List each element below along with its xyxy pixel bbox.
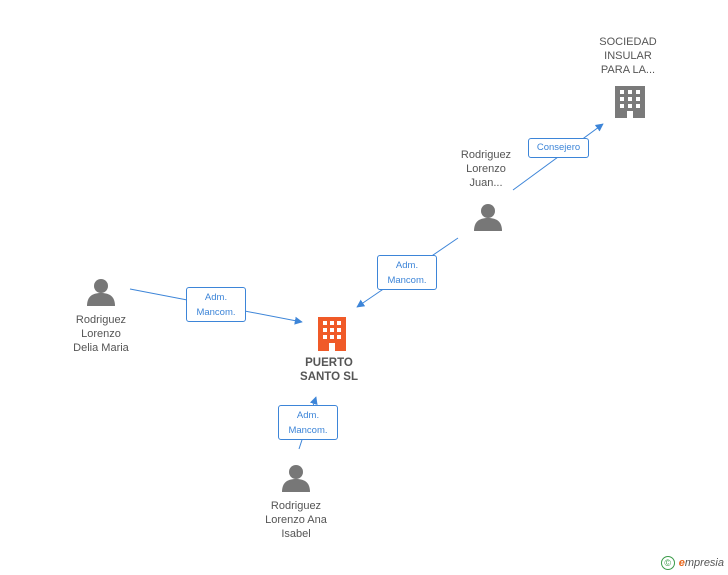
edge-label-consejero[interactable]: Consejero [528,138,589,158]
person-label-delia[interactable]: Rodriguez Lorenzo Delia Maria [59,313,143,355]
edge-label-text: Mancom. [196,307,236,318]
company-label-sociedad[interactable]: SOCIEDAD INSULAR PARA LA... [588,35,668,77]
person-name-line: Isabel [281,528,311,540]
person-name-line: Juan... [469,177,503,189]
edge-label-juan-adm[interactable]: Adm. Mancom. [377,255,437,290]
edge-label-text: Adm. [296,410,320,421]
edge-label-text: Consejero [536,142,581,153]
main-building-icon[interactable] [318,317,346,351]
person-name-line: Rodriguez [270,500,322,512]
person-name-line: Lorenzo [466,163,506,175]
edge-label-ana-adm[interactable]: Adm. Mancom. [278,405,338,440]
company-name-line: PARA LA... [600,64,656,76]
edge-label-text: Mancom. [288,425,328,436]
footer-brand: © empresia [660,555,724,571]
brand-logo-e: e [678,557,685,569]
building-icon[interactable] [615,86,645,118]
person-name-line: Delia Maria [73,342,129,354]
person-name-line: Rodriguez [460,149,512,161]
person-label-ana[interactable]: Rodriguez Lorenzo Ana Isabel [254,499,338,541]
company-label-main[interactable]: PUERTO SANTO SL [289,356,369,384]
brand-logo[interactable]: empresia [679,557,724,569]
person-label-juan[interactable]: Rodriguez Lorenzo Juan... [446,148,526,190]
copyright-icon: © [660,556,675,570]
company-name-line: SOCIEDAD [599,36,657,48]
person-name-line: Lorenzo Ana [265,514,327,526]
person-icon-juan[interactable] [474,204,502,231]
company-name-line: SANTO SL [300,371,358,383]
person-name-line: Rodriguez [75,314,127,326]
edge-label-delia-adm[interactable]: Adm. Mancom. [186,287,246,322]
company-name-line: PUERTO [305,357,353,369]
person-icon-delia[interactable] [87,279,115,306]
edge-label-text: Mancom. [387,275,427,286]
edge-label-text: Adm. [204,292,228,303]
company-name-line: INSULAR [604,50,652,62]
person-name-line: Lorenzo [81,328,121,340]
brand-logo-text: mpresia [684,557,724,569]
person-icon-ana[interactable] [282,465,310,492]
edge-label-text: Adm. [395,260,419,271]
